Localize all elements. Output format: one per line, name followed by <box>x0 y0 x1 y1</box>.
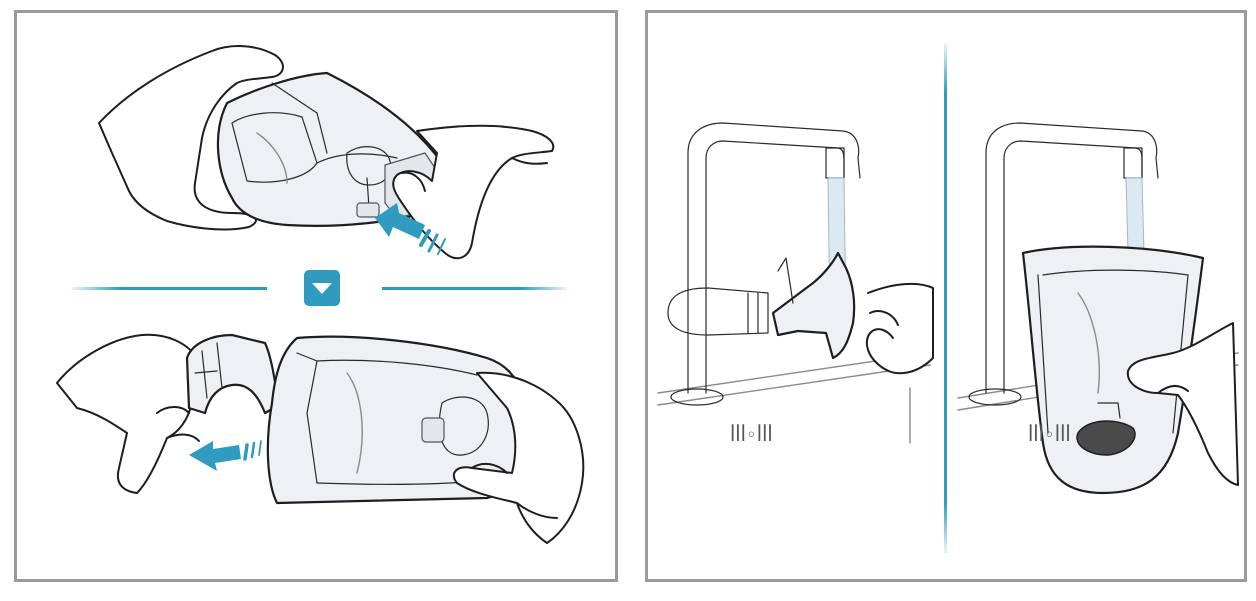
faucet-left <box>687 122 861 394</box>
right-hand-top <box>392 124 555 260</box>
scene-divider <box>944 43 947 553</box>
filter-being-rinsed <box>771 251 856 360</box>
faucet-right <box>985 122 1159 394</box>
scene-pull-out-filter <box>56 333 585 544</box>
left-hand-top <box>98 45 284 231</box>
scene-rinse-container: ꟾꟾꟾ◦ꟾꟾꟾ <box>957 122 1239 495</box>
panel-left <box>14 10 618 582</box>
hand-holding-container <box>1126 322 1239 486</box>
left-panel-drawing <box>56 45 585 544</box>
left-hand-bottom <box>56 333 198 494</box>
filter-piece <box>185 333 281 415</box>
step-separator <box>72 270 567 306</box>
hand-rinsing-filter <box>865 282 934 375</box>
container-being-rinsed <box>1021 245 1205 495</box>
sink-label-right: ꟾꟾꟾ◦ꟾꟾꟾ <box>1028 424 1071 446</box>
sink-label-left: ꟾꟾꟾ◦ꟾꟾꟾ <box>730 424 773 446</box>
scene-rinse-filter: ꟾꟾꟾ◦ꟾꟾꟾ <box>657 122 934 446</box>
press-arrow-icon <box>375 203 446 255</box>
pull-arrow-icon <box>189 440 262 471</box>
panel-right: ꟾꟾꟾ◦ꟾꟾꟾ ꟾꟾꟾ◦ꟾꟾꟾ <box>645 10 1247 582</box>
scene-press-release-tab <box>98 45 555 260</box>
right-panel-drawing: ꟾꟾꟾ◦ꟾꟾꟾ ꟾꟾꟾ◦ꟾꟾꟾ <box>657 43 1239 553</box>
